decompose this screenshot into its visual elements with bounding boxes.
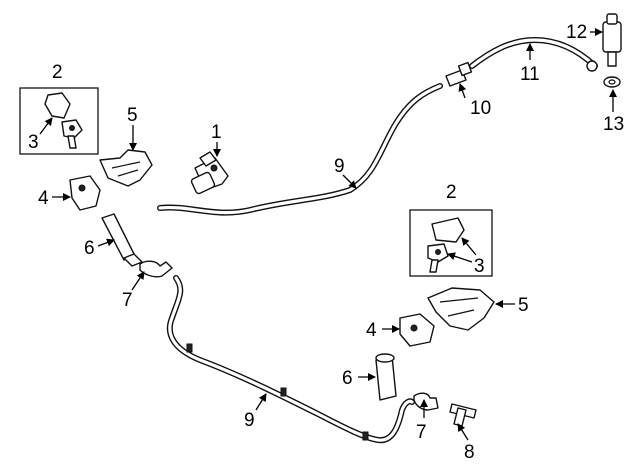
callout-1: 1: [211, 122, 222, 143]
callout-5-upper: 5: [127, 105, 138, 126]
callout-2-right: 2: [446, 182, 457, 203]
nozzle-assembly-upper: [61, 119, 83, 149]
washer-nozzle-part-1: [190, 151, 229, 195]
callout-6-upper: 6: [84, 238, 95, 259]
leader-lines: [39, 28, 617, 441]
grommet-part-13: [603, 76, 621, 88]
mounting-bracket-right: [427, 287, 495, 331]
callout-4-upper: 4: [38, 188, 49, 209]
hose-elbow-right: [413, 392, 439, 411]
callout-8: 8: [464, 442, 475, 463]
nozzle-assembly-right: [427, 243, 449, 273]
cover-cap-right: [431, 217, 465, 243]
callout-2-upper: 2: [52, 62, 63, 83]
callout-7-right: 7: [416, 422, 427, 443]
callout-box-right: [409, 209, 493, 277]
actuator-right: [399, 313, 435, 347]
callout-box-upper-left: [19, 87, 99, 155]
cover-cap-upper: [44, 92, 71, 119]
callout-labels: 1 2 3 5 4 6 7 9 10 11 12 13 2 3 5 4 6 7 …: [28, 22, 624, 463]
lower-washer-hose: [166, 275, 415, 444]
callout-11: 11: [520, 64, 540, 85]
callout-13: 13: [603, 114, 624, 135]
callout-7-upper: 7: [122, 290, 133, 311]
washer-cylinder-upper: [101, 213, 143, 267]
hose-connector-part-10: [445, 61, 473, 87]
callout-4-right: 4: [366, 320, 377, 341]
upper-right-hose: [469, 37, 598, 69]
actuator-upper: [69, 175, 101, 211]
upper-washer-hose: [157, 83, 443, 216]
callout-9-upper: 9: [334, 156, 345, 177]
callout-9-lower: 9: [244, 410, 255, 431]
callout-3-right: 3: [474, 256, 485, 277]
hose-elbow-upper: [139, 260, 173, 278]
callout-5-right: 5: [518, 295, 529, 316]
tee-connector-part-8: [449, 403, 477, 427]
callout-6-right: 6: [342, 368, 353, 389]
washer-pump-part-12: [586, 13, 622, 72]
washer-cylinder-right: [375, 353, 397, 401]
callout-3-upper: 3: [28, 132, 39, 153]
callout-12: 12: [566, 22, 587, 43]
mounting-bracket-upper: [99, 149, 153, 187]
callout-10: 10: [470, 98, 491, 119]
